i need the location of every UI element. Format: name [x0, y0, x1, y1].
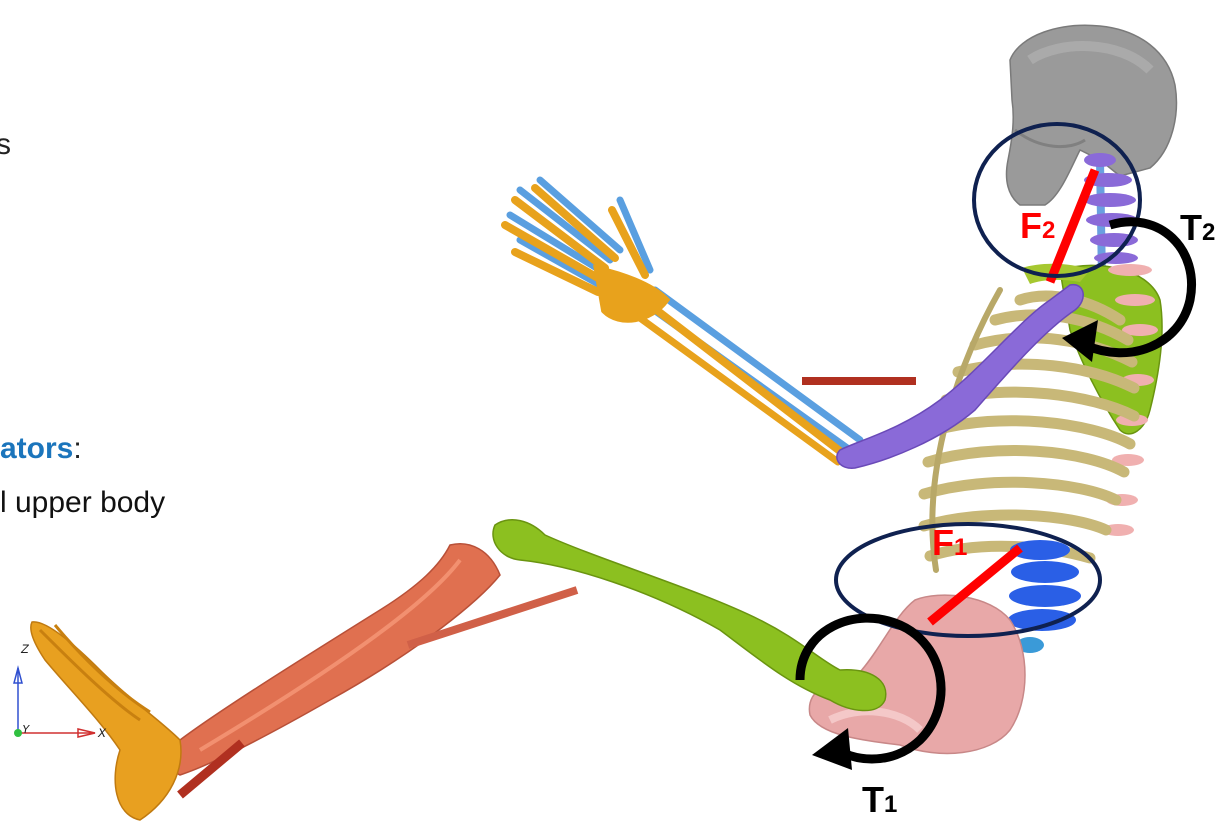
force-2-subscript: 2: [1042, 217, 1055, 244]
force-2-letter: F: [1020, 205, 1042, 246]
force-2-label: F2: [1020, 205, 1055, 246]
torque-1-subscript: 1: [884, 791, 897, 818]
hand: [505, 188, 845, 462]
foot: [31, 622, 181, 820]
torque-2-subscript: 2: [1202, 219, 1215, 246]
torque-1-label: T1: [862, 779, 897, 820]
torque-1-letter: T: [862, 779, 884, 820]
actuator-bars: [180, 381, 916, 795]
force-1-letter: F: [932, 522, 954, 563]
axis-z-label: Z: [20, 642, 30, 657]
force-1-label: F1: [932, 522, 967, 563]
torque-2-label: T2: [1180, 207, 1215, 248]
axis-x-label: X: [97, 726, 107, 741]
force-1-subscript: 1: [954, 534, 967, 561]
torque-2-letter: T: [1180, 207, 1202, 248]
tibia: [171, 544, 500, 775]
femur: [493, 520, 886, 711]
axis-y-label: Y: [22, 723, 30, 737]
hand-shadow: [510, 180, 860, 450]
